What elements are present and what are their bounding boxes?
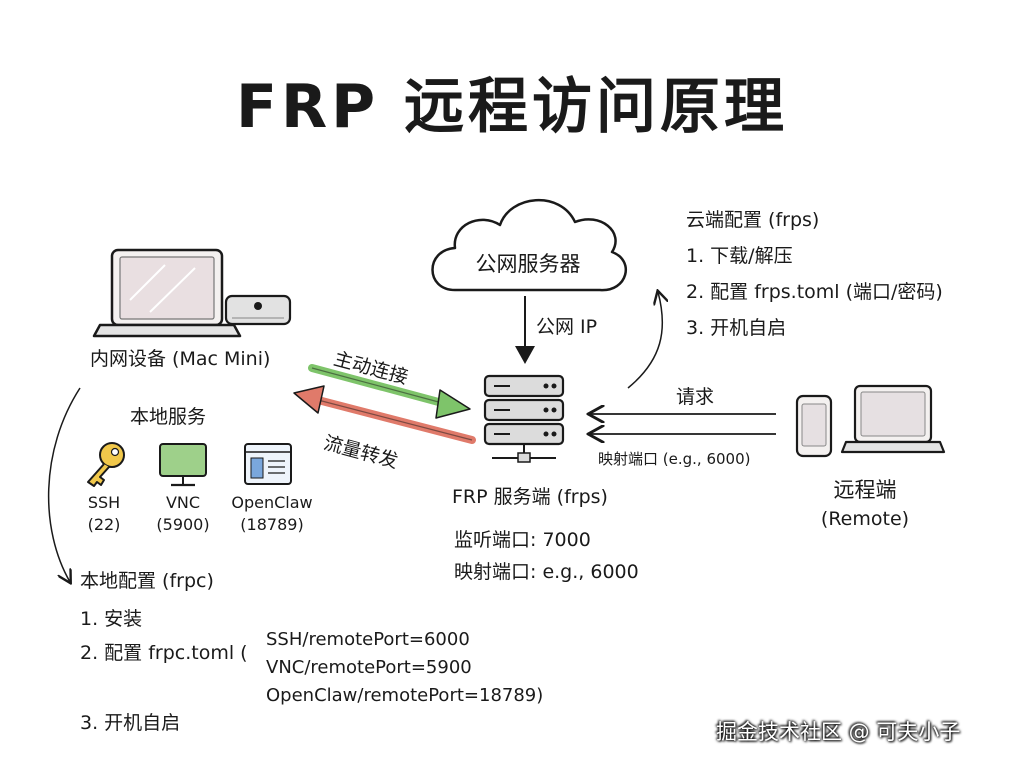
- remote-label: 远程端: [833, 478, 897, 502]
- server-mapped-port: 映射端口: e.g., 6000: [454, 561, 639, 583]
- cloud-config-heading: 云端配置 (frps): [686, 209, 820, 231]
- cloud-config-step: 1. 下载/解压: [686, 245, 793, 267]
- local-config-heading: 本地配置 (frpc): [80, 570, 214, 592]
- phone-icon: [795, 394, 833, 458]
- service-ssh: SSH (22): [74, 492, 134, 536]
- local-config-step3: 3. 开机自启: [80, 712, 181, 734]
- config-line-ssh: SSH/remotePort=6000: [266, 629, 470, 650]
- service-name: VNC: [165, 493, 201, 512]
- local-services-heading: 本地服务: [130, 406, 207, 428]
- config-line-openclaw: OpenClaw/remotePort=18789): [266, 685, 544, 706]
- service-name: SSH: [87, 493, 121, 512]
- service-name: OpenClaw: [231, 493, 313, 512]
- active-connect-arrow: [308, 364, 471, 419]
- server-details: 监听端口: 7000 映射端口: e.g., 6000: [454, 524, 639, 588]
- server-icon: [483, 374, 565, 463]
- config-line-vnc: VNC/remotePort=5900: [266, 657, 472, 678]
- key-icon: [87, 442, 125, 487]
- public-ip-label: 公网 IP: [536, 316, 598, 338]
- monitor-icon: [159, 443, 207, 487]
- server-listen-port: 监听端口: 7000: [454, 529, 591, 551]
- remote-sublabel: (Remote): [820, 508, 910, 530]
- local-device-label: 内网设备 (Mac Mini): [90, 348, 271, 370]
- service-openclaw: OpenClaw (18789): [226, 492, 318, 536]
- local-config-step2: 2. 配置 frpc.toml (: [80, 642, 248, 664]
- local-config-step2-lines: SSH/remotePort=6000 VNC/remotePort=5900 …: [266, 626, 543, 710]
- cloud-config-curve-arrow: [627, 292, 662, 389]
- service-port: (5900): [156, 515, 210, 534]
- page-title: FRP 远程访问原理: [235, 72, 789, 142]
- service-port: (22): [87, 515, 121, 534]
- service-vnc: VNC (5900): [150, 492, 216, 536]
- cloud-config-step: 3. 开机自启: [686, 317, 787, 339]
- mac-mini-icon: [224, 294, 292, 326]
- cloud-config: 云端配置 (frps) 1. 下载/解压 2. 配置 frps.toml (端口…: [686, 202, 943, 346]
- service-port: (18789): [240, 515, 304, 534]
- cloud-icon: [431, 198, 628, 292]
- server-label: FRP 服务端 (frps): [452, 486, 608, 508]
- watermark: 掘金技术社区 @ 可夫小子: [716, 720, 961, 744]
- remote-laptop-icon: [840, 384, 946, 454]
- local-config-step1: 1. 安装: [80, 608, 143, 630]
- cloud-label: 公网服务器: [475, 252, 581, 276]
- cloud-config-step: 2. 配置 frps.toml (端口/密码): [686, 281, 943, 303]
- laptop-icon: [92, 248, 242, 338]
- app-window-icon: [244, 443, 292, 485]
- traffic-forward-arrow: [293, 385, 476, 444]
- request-label: 请求: [676, 386, 715, 408]
- mapped-port-label: 映射端口 (e.g., 6000): [598, 450, 751, 468]
- local-config-curve-arrow: [47, 387, 81, 582]
